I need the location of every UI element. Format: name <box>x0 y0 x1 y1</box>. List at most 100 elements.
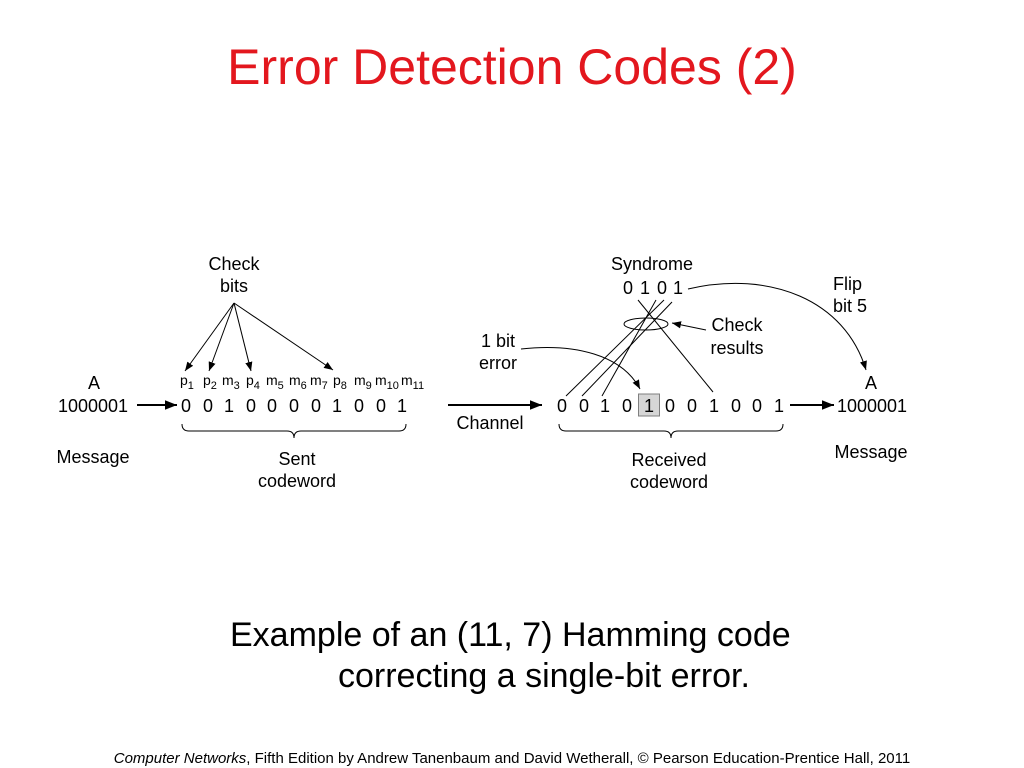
position-letter: m <box>310 372 322 388</box>
position-index: 11 <box>413 380 424 392</box>
position-label: m9 <box>354 372 372 392</box>
check-results-label-line1: Check <box>711 315 763 335</box>
position-index: 5 <box>278 380 284 392</box>
position-index: 8 <box>341 380 347 392</box>
position-label: p8 <box>333 372 347 392</box>
sent-bit: 0 <box>181 396 191 416</box>
received-bit: 0 <box>665 396 675 416</box>
check-results-label-line2: results <box>710 338 763 358</box>
position-letter: p <box>180 372 188 388</box>
check-line-p1 <box>565 299 665 397</box>
received-bit: 0 <box>731 396 741 416</box>
received-bit: 0 <box>557 396 567 416</box>
check-results-arrow <box>671 321 707 331</box>
syndrome-bit: 0 <box>657 278 667 298</box>
error-label-line2: error <box>479 353 517 373</box>
position-letter: m <box>222 372 234 388</box>
check-bit-arrow-p4 <box>233 302 253 372</box>
error-label-line1: 1 bit <box>481 331 515 351</box>
received-codeword-brace <box>558 423 784 439</box>
check-bits-label-line1: Check <box>208 254 260 274</box>
position-letter: m <box>401 372 413 388</box>
sent-bit: 0 <box>267 396 277 416</box>
channel-label: Channel <box>456 413 523 433</box>
sent-codeword-brace <box>181 423 407 439</box>
received-bit: 1 <box>774 396 784 416</box>
position-letter: p <box>203 372 211 388</box>
sent-bit: 0 <box>376 396 386 416</box>
receiver-character: A <box>865 373 877 393</box>
receiver-code: 1000001 <box>837 396 907 416</box>
position-label: m6 <box>289 372 307 392</box>
error-pointer-arrow <box>520 347 641 390</box>
sent-bit: 0 <box>289 396 299 416</box>
position-index: 3 <box>234 380 240 392</box>
position-letter: m <box>289 372 301 388</box>
footer-book-title: Computer Networks <box>114 750 247 767</box>
received-bit: 1 <box>600 396 610 416</box>
sent-bit: 1 <box>397 396 407 416</box>
received-bit: 0 <box>622 396 632 416</box>
sent-bit: 0 <box>354 396 364 416</box>
flip-arrow <box>687 282 867 371</box>
received-bit: 0 <box>687 396 697 416</box>
sent-codeword-label-line1: Sent <box>278 449 315 469</box>
sent-bit: 0 <box>246 396 256 416</box>
position-letter: p <box>246 372 254 388</box>
flip-label-line1: Flip <box>833 274 862 294</box>
position-letter: m <box>266 372 278 388</box>
caption-line2: correcting a single-bit error. <box>338 657 750 695</box>
position-label: m10 <box>375 372 399 392</box>
sender-message-label: Message <box>56 447 129 467</box>
position-label: p1 <box>180 372 194 392</box>
sent-bit: 0 <box>311 396 321 416</box>
position-letter: m <box>354 372 366 388</box>
position-label: m7 <box>310 372 328 392</box>
error-bit-highlight <box>638 393 660 417</box>
sender-character: A <box>88 373 100 393</box>
received-bit: 1 <box>644 396 654 416</box>
received-bit: 1 <box>709 396 719 416</box>
received-bit: 0 <box>579 396 589 416</box>
position-label: m11 <box>401 372 424 392</box>
check-line-p8 <box>637 299 714 393</box>
footer-credits: , Fifth Edition by Andrew Tanenbaum and … <box>246 750 910 767</box>
sender-code: 1000001 <box>58 396 128 416</box>
position-label: m5 <box>266 372 284 392</box>
position-index: 4 <box>254 380 260 392</box>
check-bit-arrow-p8 <box>233 302 334 371</box>
position-label: p2 <box>203 372 217 392</box>
received-bit: 0 <box>752 396 762 416</box>
position-index: 7 <box>322 380 328 392</box>
check-bit-arrow-p1 <box>184 302 235 372</box>
sent-bit: 0 <box>203 396 213 416</box>
slide-title: Error Detection Codes (2) <box>227 39 797 95</box>
flip-label-line2: bit 5 <box>833 296 867 316</box>
sent-bit: 1 <box>224 396 234 416</box>
position-letter: m <box>375 372 387 388</box>
syndrome-label: Syndrome <box>611 254 693 274</box>
position-letter: p <box>333 372 341 388</box>
received-codeword-label-line1: Received <box>631 450 706 470</box>
check-line-p4 <box>601 299 657 397</box>
caption-line1: Example of an (11, 7) Hamming code <box>230 616 791 654</box>
received-codeword-label-line2: codeword <box>630 472 708 492</box>
footer-credit: Computer Networks, Fifth Edition by Andr… <box>114 750 910 767</box>
receiver-message-label: Message <box>834 442 907 462</box>
syndrome-bit: 1 <box>640 278 650 298</box>
position-index: 2 <box>211 380 217 392</box>
sent-bit: 1 <box>332 396 342 416</box>
sent-codeword-label-line2: codeword <box>258 471 336 491</box>
syndrome-bit: 0 <box>623 278 633 298</box>
position-index: 10 <box>387 380 399 392</box>
position-label: p4 <box>246 372 260 392</box>
check-bit-arrow-p2 <box>208 302 235 372</box>
position-index: 1 <box>188 380 194 392</box>
check-line-p2 <box>581 301 673 397</box>
check-bits-label-line2: bits <box>220 276 248 296</box>
syndrome-bit: 1 <box>673 278 683 298</box>
check-results-ellipse <box>623 317 669 331</box>
position-label: m3 <box>222 372 240 392</box>
